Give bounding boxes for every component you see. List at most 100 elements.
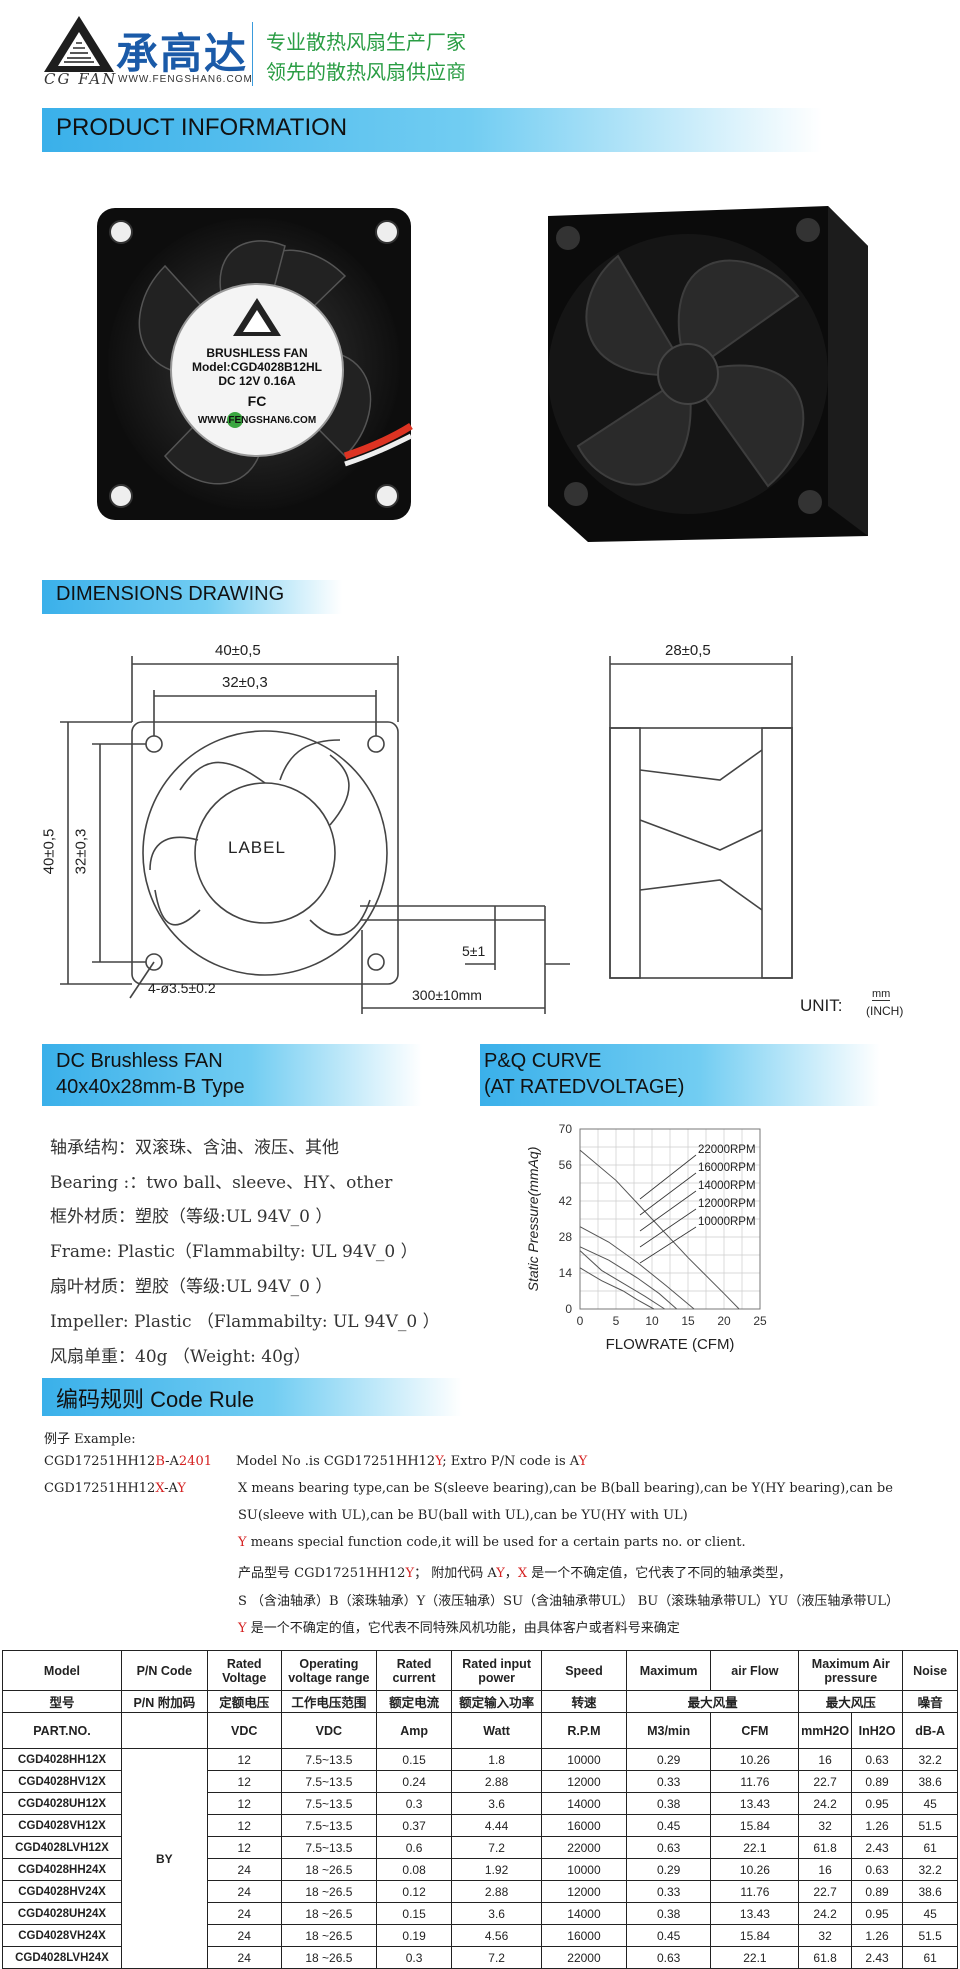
legend-16000RPM: 16000RPM [698, 1162, 756, 1174]
spec-bearing-cn: 轴承结构：双滚珠、含油、液压、其他 [50, 1138, 339, 1158]
table-cell: 22.1 [710, 1946, 800, 1969]
series-line-14000RPM [579, 1246, 678, 1310]
th-unit-vdc: VDC [206, 1712, 282, 1749]
cell-part-no: CGD4028LVH12X [2, 1836, 122, 1859]
legend-22000RPM: 22000RPM [698, 1144, 756, 1156]
section-title-code-rule: 编码规则 Code Rule [56, 1387, 255, 1412]
table-cell: 22000 [541, 1836, 627, 1859]
y-tick-label: 56 [559, 1158, 573, 1172]
x-tick-label: 5 [613, 1314, 620, 1328]
table-cell: 13.43 [710, 1792, 800, 1815]
th-noise: Noise [902, 1650, 958, 1691]
th-cn-pn: P/N 附加码 [120, 1690, 208, 1713]
th-cn-rated-power: 额定输入功率 [451, 1690, 543, 1713]
th-unit-m3: M3/min [625, 1712, 712, 1749]
legend-12000RPM: 12000RPM [698, 1198, 756, 1210]
table-cell: 16 [798, 1858, 852, 1881]
cell-part-no: CGD4028UH24X [2, 1902, 122, 1925]
code-rule-line-4: Y means special function code,it will be… [238, 1535, 746, 1550]
cell-part-no: CGD4028LVH24X [2, 1946, 122, 1969]
table-cell: 0.3 [376, 1792, 453, 1815]
table-cell: 0.63 [625, 1836, 712, 1859]
label-line-website: WWW.FENGSHAN6.COM [197, 415, 317, 426]
th-rated-current: Rated current [376, 1650, 453, 1691]
th-cn-air-pressure: 最大风压 [798, 1690, 904, 1713]
table-cell: 7.5~13.5 [280, 1748, 378, 1771]
dim-hole-spacing: 32±0,3 [222, 674, 268, 691]
fan-type-line-1: DC Brushless FAN [56, 1050, 223, 1072]
code-example-label: 例子 Example: [44, 1432, 136, 1447]
table-cell: 61.8 [798, 1836, 852, 1859]
table-cell: 0.12 [376, 1880, 453, 1903]
spec-weight: 风扇单重：40g （Weight: 40g） [50, 1347, 311, 1367]
table-cell: 4.44 [451, 1814, 543, 1837]
legend-leader-22000RPM [639, 1154, 697, 1200]
th-unit-cfm: CFM [710, 1712, 800, 1749]
table-cell: 10.26 [710, 1748, 800, 1771]
table-cell: 0.63 [850, 1858, 904, 1881]
table-cell: 18 ~26.5 [280, 1880, 378, 1903]
table-cell: 0.37 [376, 1814, 453, 1837]
table-cell: 2.43 [850, 1836, 904, 1859]
th-speed: Speed [541, 1650, 627, 1691]
table-cell: 0.6 [376, 1836, 453, 1859]
code-example-1: CGD17251HH12B-A2401 [44, 1454, 212, 1469]
table-cell: 18 ~26.5 [280, 1902, 378, 1925]
code-rule-line-3: SU(sleeve with UL),can be BU(ball with U… [238, 1508, 688, 1523]
y-axis-label: Static Pressure(mmAq) [525, 1147, 541, 1292]
y-tick-label: 28 [559, 1230, 573, 1244]
th-unit-watt: Watt [451, 1712, 543, 1749]
label-fc-mark: FC [247, 393, 267, 409]
plot-frame [579, 1128, 761, 1310]
table-cell: 24 [206, 1924, 282, 1947]
th-cn-rated-current: 额定电流 [376, 1690, 453, 1713]
table-cell: 0.45 [625, 1814, 712, 1837]
th-maximum: Maximum [625, 1650, 712, 1691]
table-cell: 61 [902, 1946, 958, 1969]
table-cell: 12 [206, 1792, 282, 1815]
table-cell: 0.89 [850, 1770, 904, 1793]
dim-mounting-holes: 4-ø3.5±0.2 [148, 980, 216, 996]
table-cell: 0.19 [376, 1924, 453, 1947]
table-header-cn-row: 型号 P/N 附加码 定额电压 工作电压范围 额定电流 额定输入功率 转速 最大… [2, 1690, 958, 1713]
table-cell: 24.2 [798, 1902, 852, 1925]
table-cell: 2.43 [850, 1946, 904, 1969]
table-cell: 14000 [541, 1902, 627, 1925]
brand-name-en: CG FAN [44, 70, 118, 88]
x-tick-label: 10 [645, 1314, 659, 1328]
series-line-12000RPM [579, 1250, 665, 1310]
section-title-fan-type: DC Brushless FAN 40x40x28mm-B Type [56, 1048, 245, 1100]
cell-part-no: CGD4028VH12X [2, 1814, 122, 1837]
cell-part-no: CGD4028HH24X [2, 1858, 122, 1881]
th-rated-voltage: Rated Voltage [206, 1650, 282, 1691]
th-air-pressure: Maximum Air pressure [798, 1650, 904, 1691]
label-line-brushless: BRUSHLESS FAN [206, 346, 308, 360]
table-cell: 16 [798, 1748, 852, 1771]
dim-hole-spacing-vertical: 32±0,3 [72, 828, 90, 875]
fan-front-photo: BRUSHLESS FAN Model:CGD4028B12HL DC 12V … [95, 206, 413, 522]
table-cell: 24.2 [798, 1792, 852, 1815]
th-rated-power: Rated input power [451, 1650, 543, 1691]
series-line-10000RPM [579, 1267, 655, 1310]
table-cell: 0.33 [625, 1770, 712, 1793]
series-line-22000RPM [579, 1149, 740, 1310]
table-cell: 3.6 [451, 1902, 543, 1925]
code-rule-line-7: Y 是一个不确定的值，它代表不同特殊风机功能，由具体客户或者料号来确定 [238, 1621, 680, 1636]
drawing-label-text: LABEL [228, 838, 286, 857]
table-cell: 1.26 [850, 1924, 904, 1947]
table-cell: 51.5 [902, 1814, 958, 1837]
table-cell: 13.43 [710, 1902, 800, 1925]
table-cell: 45 [902, 1792, 958, 1815]
th-unit-vdc-range: VDC [280, 1712, 378, 1749]
table-cell: 7.5~13.5 [280, 1792, 378, 1815]
section-title-pq: P&Q CURVE (AT RATEDVOLTAGE) [484, 1048, 684, 1100]
y-tick-label: 0 [565, 1302, 572, 1316]
legend-14000RPM: 14000RPM [698, 1180, 756, 1192]
code-rule-line-5: 产品型号 CGD17251HH12Y； 附加代码 AY，X 是一个不确定值，它代… [238, 1566, 792, 1581]
th-unit-dba: dB-A [902, 1712, 958, 1749]
